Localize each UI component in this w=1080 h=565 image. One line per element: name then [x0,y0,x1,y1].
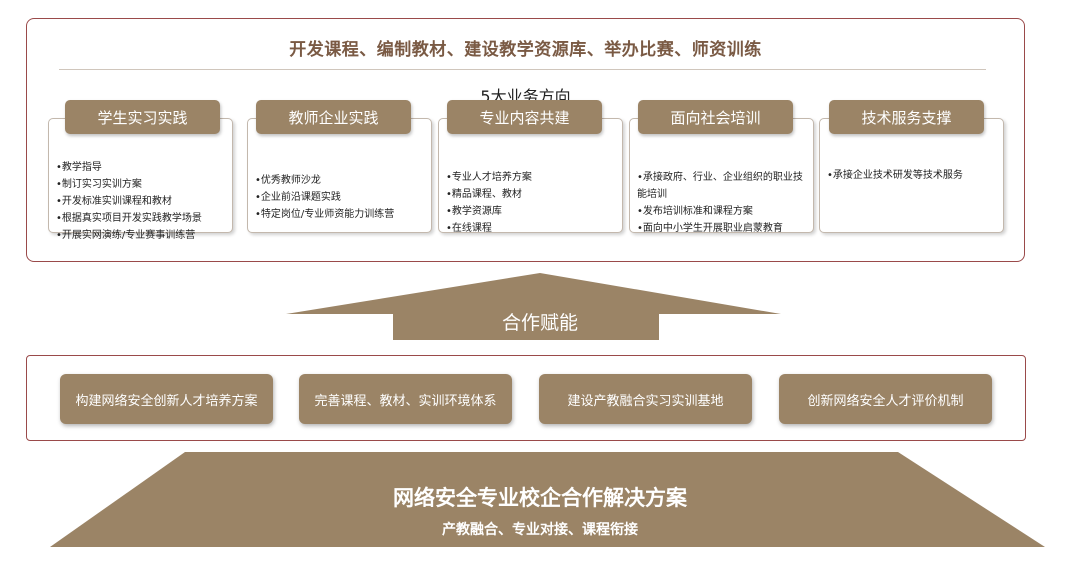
list-item: 开展实网演练/专业赛事训练营 [56,227,227,244]
foundation-evaluation: 创新网络安全人才评价机制 [779,374,992,424]
divider [59,69,986,70]
top-title: 开发课程、编制教材、建设教学资源库、举办比赛、师资训练 [289,40,762,60]
list-item: 发布培训标准和课程方案 [637,203,808,220]
direction-list: 专业人才培养方案 精品课程、教材 教学资源库 在线课程 [446,169,617,237]
list-item: 精品课程、教材 [446,186,617,203]
empowerment-label: 合作赋能 [501,312,578,334]
direction-list: 教学指导 制订实习实训方案 开发标准实训课程和教材 根据真实项目开发实践教学场景… [56,159,227,244]
solution-subtitle: 产教融合、专业对接、课程衔接 [442,522,638,538]
foundation-talent-plan: 构建网络安全创新人才培养方案 [60,374,273,424]
direction-tab-student-practice: 学生实习实践 [65,100,220,134]
list-item: 优秀教师沙龙 [255,172,426,189]
direction-tab-social-training: 面向社会培训 [638,100,793,134]
foundations-panel [26,355,1026,441]
list-item: 制订实习实训方案 [56,176,227,193]
direction-tab-content-co-build: 专业内容共建 [447,100,602,134]
foundation-course-system: 完善课程、教材、实训环境体系 [299,374,512,424]
list-item: 专业人才培养方案 [446,169,617,186]
list-item: 承接政府、行业、企业组织的职业技能培训 [637,169,808,203]
direction-card-content-co-build: 专业人才培养方案 精品课程、教材 教学资源库 在线课程 [438,118,623,234]
direction-list: 优秀教师沙龙 企业前沿课题实践 特定岗位/专业师资能力训练营 [255,172,426,223]
list-item: 承接企业技术研发等技术服务 [827,167,998,184]
direction-tab-tech-service: 技术服务支撑 [829,100,984,134]
list-item: 企业前沿课题实践 [255,189,426,206]
direction-card-student-practice: 教学指导 制订实习实训方案 开发标准实训课程和教材 根据真实项目开发实践教学场景… [48,118,233,241]
direction-card-teacher-practice: 优秀教师沙龙 企业前沿课题实践 特定岗位/专业师资能力训练营 [247,118,432,233]
list-item: 根据真实项目开发实践教学场景 [56,210,227,227]
list-item: 在线课程 [446,220,617,237]
direction-tab-teacher-practice: 教师企业实践 [256,100,411,134]
direction-card-social-training: 承接政府、行业、企业组织的职业技能培训 发布培训标准和课程方案 面向中小学生开展… [629,118,814,234]
list-item: 特定岗位/专业师资能力训练营 [255,206,426,223]
list-item: 教学指导 [56,159,227,176]
direction-card-tech-service: 承接企业技术研发等技术服务 [819,118,1004,233]
list-item: 面向中小学生开展职业启蒙教育 [637,220,808,237]
foundation-training-base: 建设产教融合实习实训基地 [539,374,752,424]
direction-list: 承接企业技术研发等技术服务 [827,167,998,184]
list-item: 开发标准实训课程和教材 [56,193,227,210]
list-item: 教学资源库 [446,203,617,220]
solution-title: 网络安全专业校企合作解决方案 [393,486,687,510]
direction-list: 承接政府、行业、企业组织的职业技能培训 发布培训标准和课程方案 面向中小学生开展… [637,169,808,237]
